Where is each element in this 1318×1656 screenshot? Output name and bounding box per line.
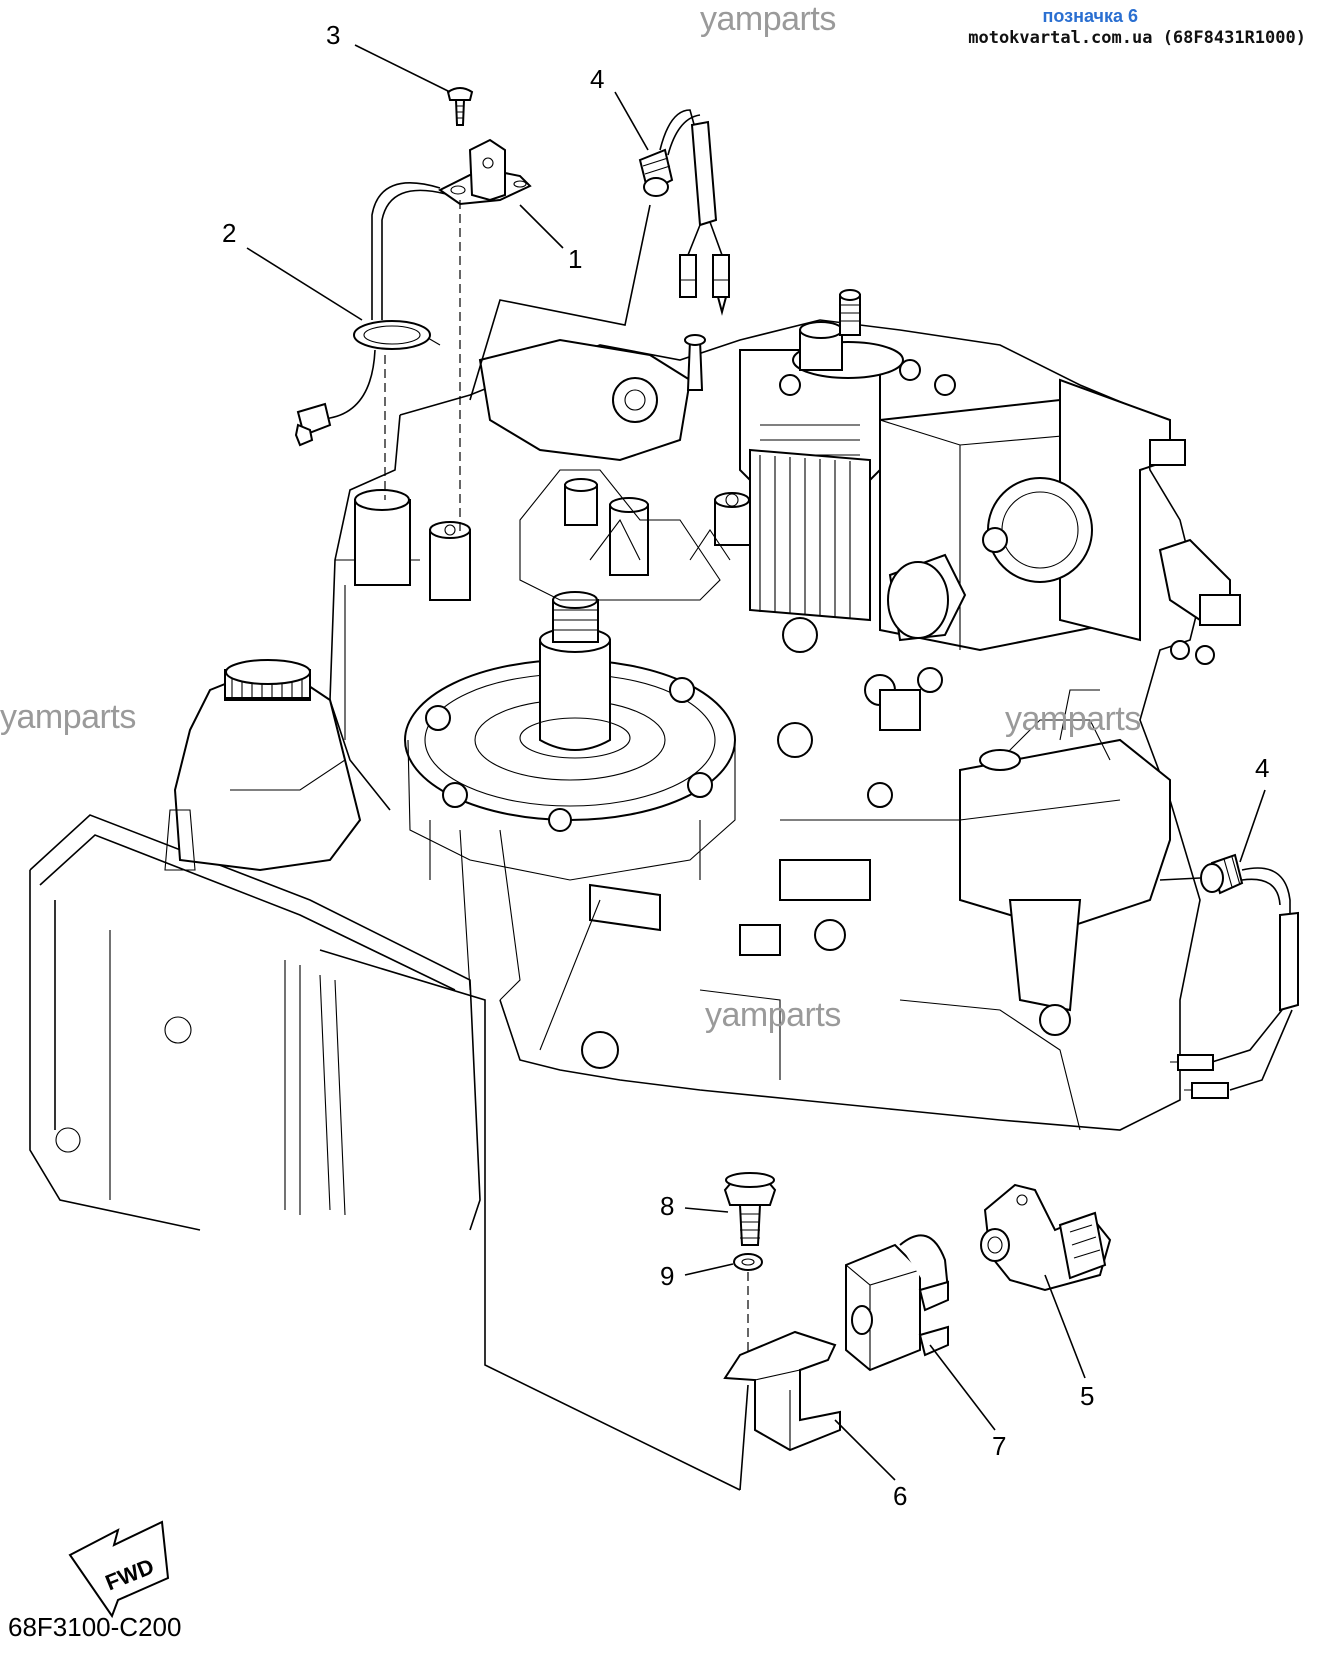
watermark-left: yamparts (0, 698, 136, 736)
part-4-sensor-right (1159, 853, 1299, 1099)
callout-6: 6 (893, 1481, 907, 1511)
engine-block (29, 289, 1241, 1231)
callout-1: 1 (568, 244, 582, 274)
callout-leaders (246, 44, 1266, 1481)
part-7-sensor (845, 1243, 921, 1372)
callout-5: 5 (1080, 1381, 1094, 1411)
part-4-sensor-top (469, 109, 730, 401)
callout-numbers: 1 2 3 4 4 5 6 7 8 9 (222, 20, 1269, 1511)
part-6-bracket (723, 1330, 841, 1452)
callout-3: 3 (326, 20, 340, 50)
watermark-center: yamparts (705, 996, 841, 1034)
watermark-top: yamparts (700, 0, 836, 38)
callout-7: 7 (992, 1431, 1006, 1461)
part-1-2-3-assembly (294, 87, 532, 535)
diagram-reference-code: 68F3100-C200 (8, 1612, 182, 1642)
part-9-washer (733, 1253, 763, 1271)
watermark-right: yamparts (1005, 700, 1141, 738)
callout-4-right: 4 (1255, 753, 1269, 783)
page-tag: позначка 6 (1042, 6, 1139, 26)
part-3-screw (446, 87, 474, 101)
callout-9: 9 (660, 1261, 674, 1291)
part-2-clamp (353, 320, 431, 350)
source-site-label: motokvartal.com.ua (68F8431R1000) (968, 28, 1306, 48)
fwd-arrow: FWD (68, 1520, 170, 1619)
callout-8: 8 (660, 1191, 674, 1221)
callout-4-top: 4 (590, 64, 604, 94)
lower-parts (319, 949, 1112, 1491)
callout-2: 2 (222, 218, 236, 248)
